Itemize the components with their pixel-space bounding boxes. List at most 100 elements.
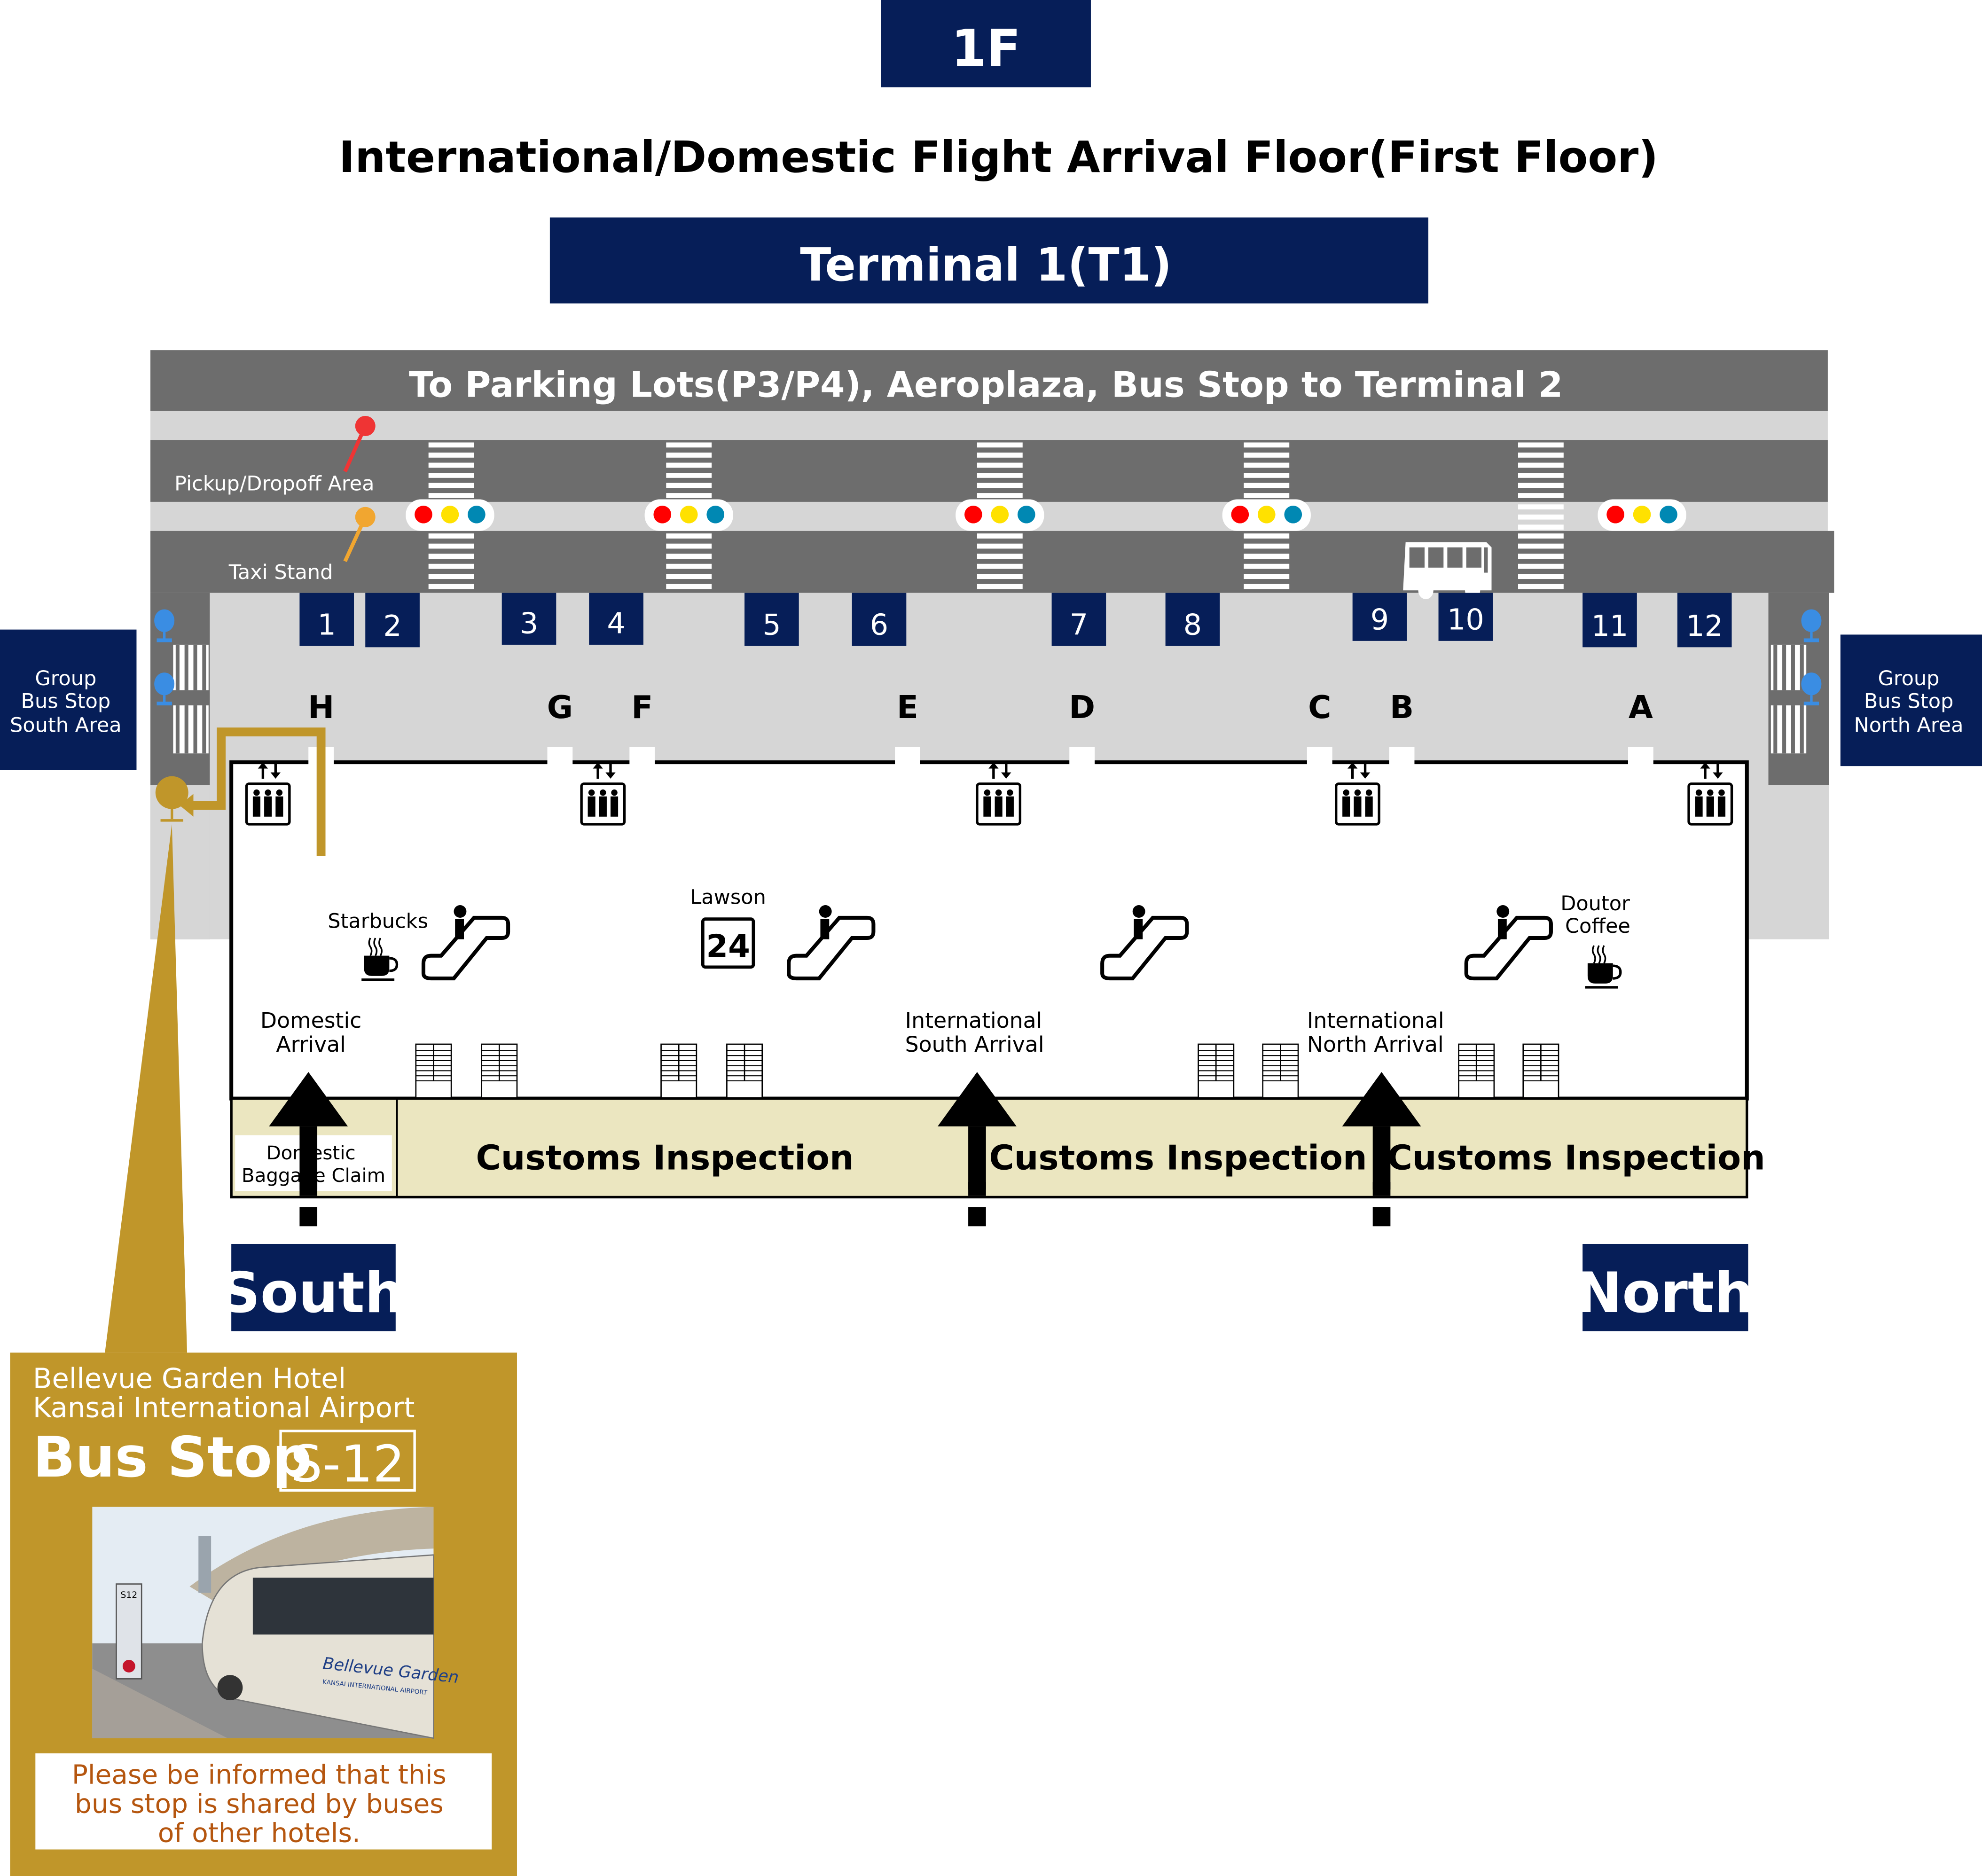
exit-letter: A <box>1629 689 1653 726</box>
traffic-light-icon <box>1222 499 1311 531</box>
side-crosswalk <box>1770 644 1807 690</box>
taxi-lane <box>150 531 1834 593</box>
side-crosswalk <box>173 705 209 754</box>
pickup-lane <box>150 440 1828 502</box>
page-title: International/Domestic Flight Arrival Fl… <box>339 132 1658 182</box>
floor-badge-label: 1F <box>951 19 1021 78</box>
pin-base <box>160 819 183 822</box>
photo-tower <box>198 1536 212 1593</box>
bus-platform-number: 12 <box>1686 609 1723 643</box>
stop-code: S-12 <box>290 1435 405 1494</box>
bus-platform-10: 10 <box>1438 593 1493 641</box>
pickup-label: Pickup/Dropoff Area <box>174 472 374 496</box>
south-direction-label: South <box>220 1243 405 1331</box>
exit-door <box>895 747 920 765</box>
group-south-line-2: Bus Stop <box>21 689 111 713</box>
taxi-pin-icon <box>355 507 376 527</box>
elevator-icon <box>1687 762 1733 826</box>
floor-badge: 1F <box>881 0 1091 87</box>
customs-label-south: Customs Inspection <box>476 1138 854 1178</box>
bus-platform-6: 6 <box>852 593 907 646</box>
north-direction-label: North <box>1575 1243 1754 1331</box>
intl-south-arrival-line2: South Arrival <box>905 1032 1044 1057</box>
exit-letter: G <box>547 689 573 726</box>
bus-stop-s12-pin-icon <box>155 776 188 809</box>
pickup-pin-icon <box>355 416 376 437</box>
exit-G: G <box>547 689 573 765</box>
bus-platform-5: 5 <box>744 593 799 646</box>
lockers <box>415 1043 1559 1099</box>
crosswalks <box>428 442 1564 589</box>
traffic-light-icon <box>956 499 1044 531</box>
bus-platform-4: 4 <box>589 593 643 645</box>
intl-north-arrival-line1: International <box>1307 1008 1444 1033</box>
doutor-label-line1: Doutor <box>1560 892 1630 915</box>
route-arrow-icon <box>179 794 194 817</box>
crosswalk <box>666 442 712 589</box>
route-to-bus-stop <box>105 727 326 1353</box>
bus-platform-number: 5 <box>762 608 781 641</box>
arrival-arrows <box>269 1072 1421 1227</box>
elevators <box>245 762 1733 826</box>
pin-stem <box>171 806 173 820</box>
bus-platform-3: 3 <box>501 593 556 645</box>
group-south-line-3: South Area <box>10 714 122 737</box>
traffic-light-icon <box>1598 499 1686 531</box>
exit-letter: F <box>631 689 653 726</box>
north-label: North <box>1575 1260 1754 1325</box>
counter-icon <box>1458 1043 1495 1099</box>
traffic-lights <box>406 499 1686 531</box>
south-label: South <box>220 1260 405 1325</box>
terminal-banner: Terminal 1(T1) <box>549 217 1429 304</box>
bus-platform-7: 7 <box>1051 593 1106 646</box>
terminal-banner-bg <box>549 217 1429 304</box>
bus-platform-number: 7 <box>1070 608 1088 641</box>
traffic-light-icon <box>406 499 494 531</box>
exit-A: A <box>1628 689 1653 765</box>
crosswalk <box>977 442 1023 589</box>
intl-south-arrival-label: International South Arrival <box>905 1008 1044 1057</box>
group-bus-stop-north: Group Bus Stop North Area <box>1840 634 1982 766</box>
counter-icon <box>726 1043 763 1099</box>
escalator-icon <box>787 905 876 981</box>
median-1 <box>150 411 1828 440</box>
north-label-bg <box>1582 1243 1748 1331</box>
counter-icon <box>660 1043 697 1099</box>
arrival-arrow-icon <box>269 1072 348 1227</box>
curb-walkway-north <box>1768 785 1829 939</box>
group-bus-stop-pin-icon <box>1801 609 1822 642</box>
hotel-name-line1: Bellevue Garden Hotel <box>33 1362 346 1395</box>
bus-platform-1: 1 <box>299 593 354 646</box>
group-bus-stop-south-bg <box>0 629 137 770</box>
crosswalk <box>428 442 474 589</box>
group-north-line-3: North Area <box>1854 714 1964 737</box>
bus-platform-number: 10 <box>1447 603 1484 637</box>
exit-door <box>1307 747 1332 765</box>
road-top <box>150 350 1828 411</box>
customs-label-north: Customs Inspection <box>1387 1138 1765 1178</box>
group-south-line-1: Group <box>35 667 96 690</box>
bus-platform-number: 9 <box>1371 603 1389 637</box>
escalator-icon <box>1100 905 1189 981</box>
traffic-light-icon <box>644 499 733 531</box>
exit-door <box>629 747 655 765</box>
bus-platform-number: 2 <box>383 609 401 643</box>
exit-letter: H <box>308 689 334 726</box>
notice-line1: Please be informed that this <box>72 1760 447 1790</box>
bus-platform-12: 12 <box>1677 593 1732 648</box>
group-north-line-2: Bus Stop <box>1864 689 1954 713</box>
curb-walkway-south <box>150 785 210 939</box>
side-crosswalks <box>173 644 1807 754</box>
bus-platform-number: 3 <box>520 607 538 641</box>
elevator-icon <box>580 762 626 826</box>
exit-F: F <box>629 689 655 765</box>
intl-north-arrival-line2: North Arrival <box>1307 1032 1444 1057</box>
elevator-icon <box>976 762 1022 826</box>
taxi-stand-marker: Taxi Stand <box>228 507 376 584</box>
counter-icon <box>415 1043 452 1099</box>
coffee-cup-icon <box>1585 945 1622 989</box>
road-area: To Parking Lots(P3/P4), Aeroplaza, Bus S… <box>150 350 1834 939</box>
